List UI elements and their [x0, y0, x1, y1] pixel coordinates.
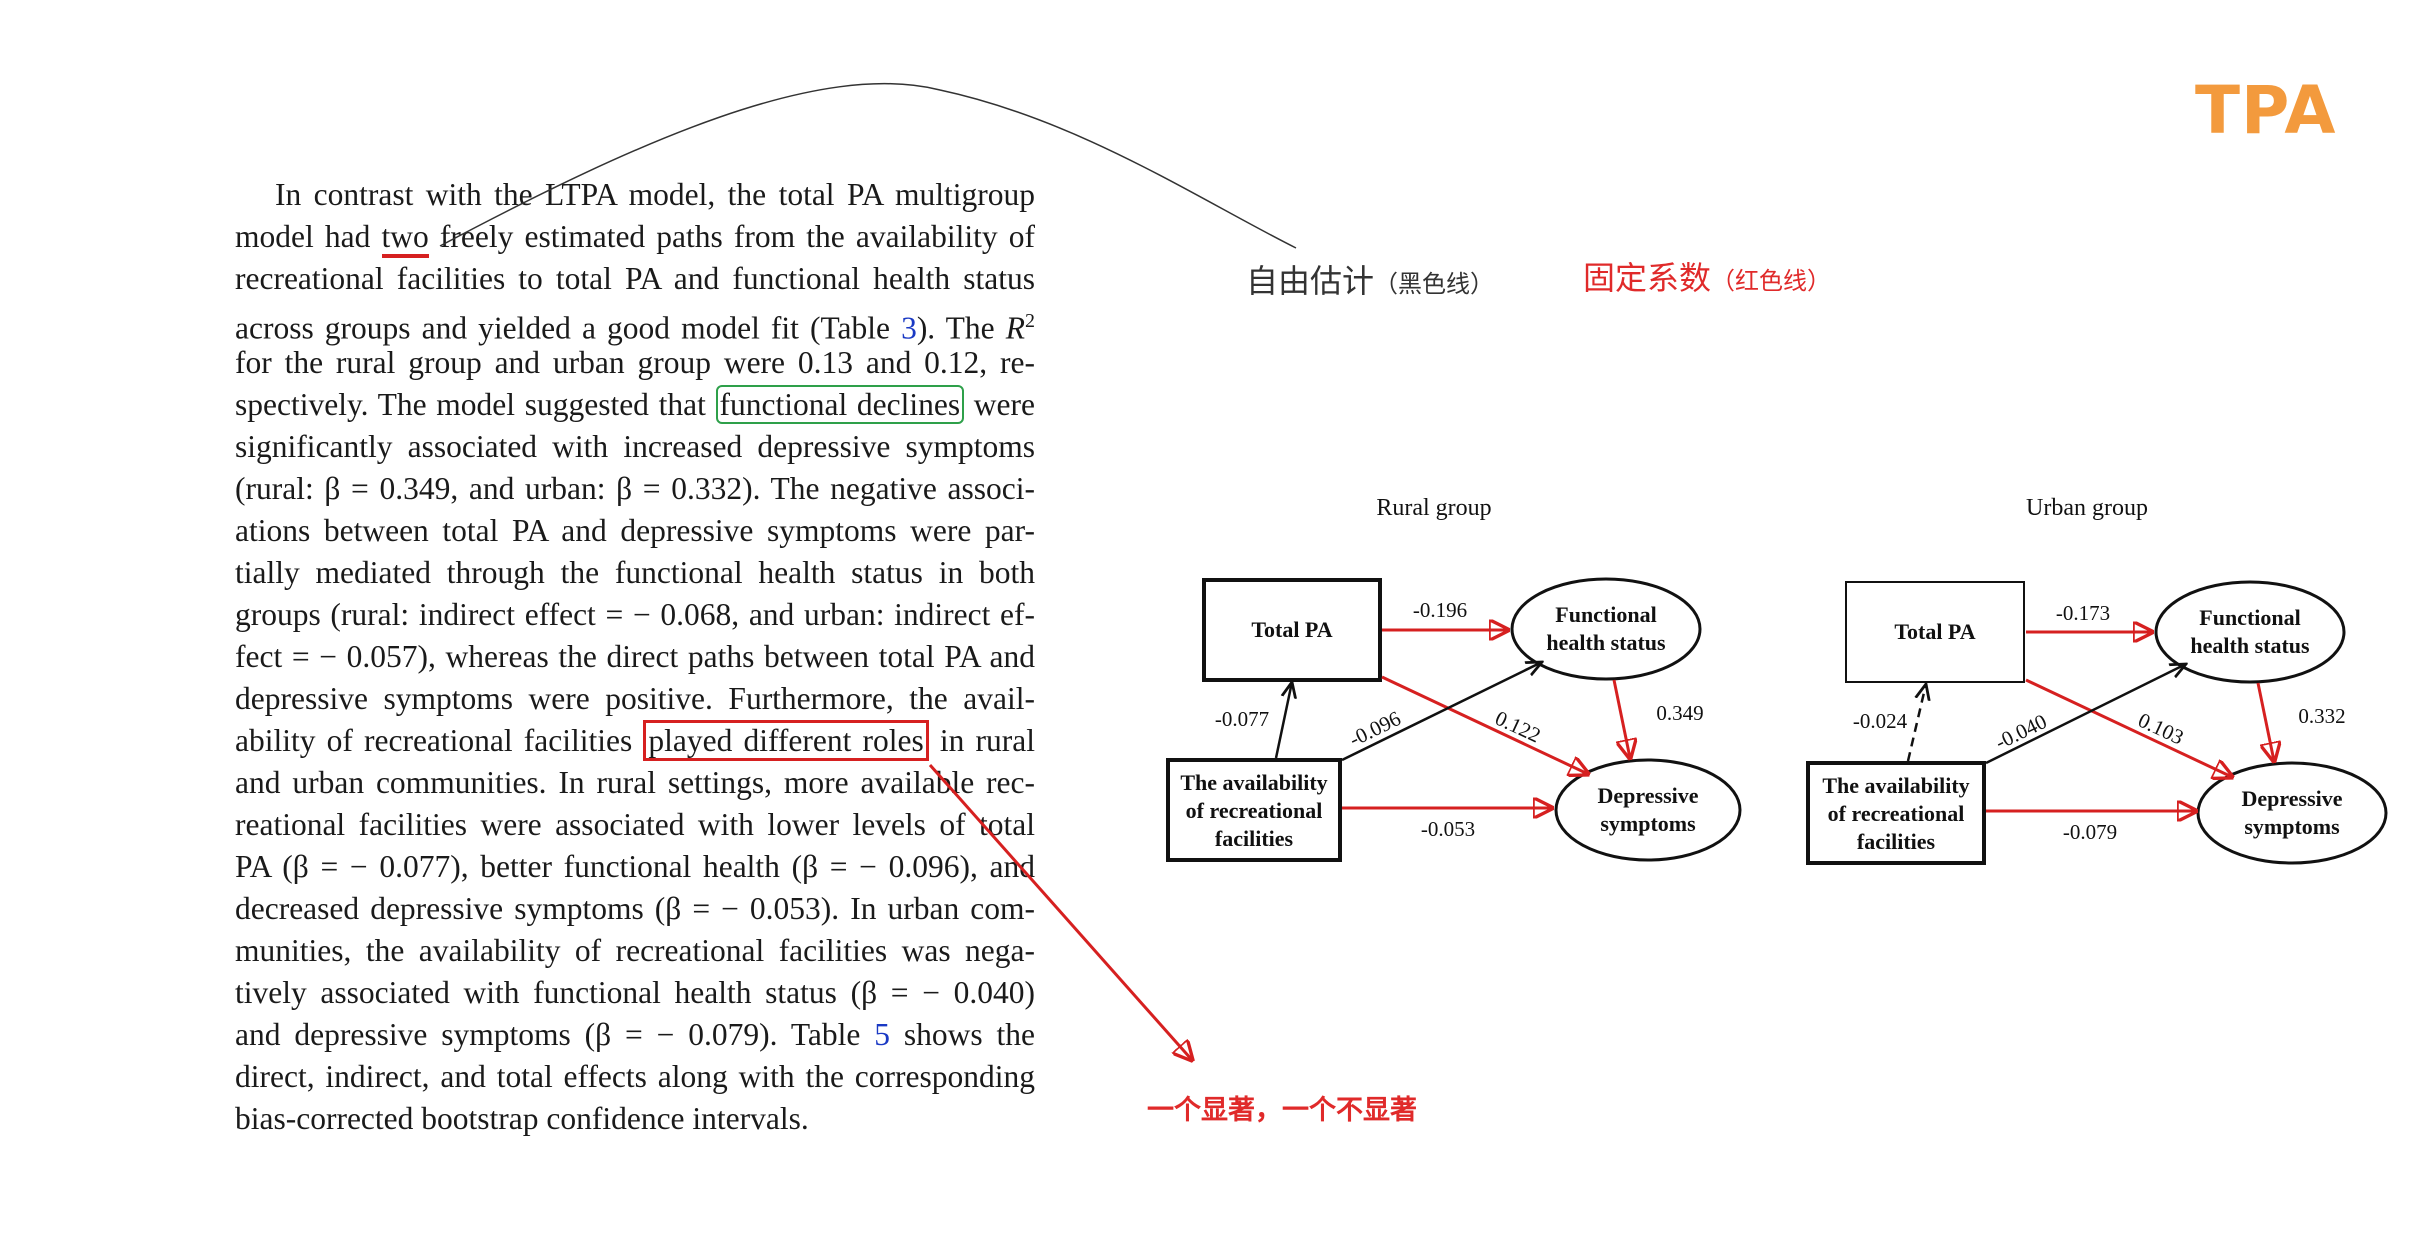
paragraph-line: direct, indirect, and total effects alon… [235, 1059, 1035, 1094]
paragraph-line: bias-corrected bootstrap confidence inte… [235, 1101, 809, 1136]
paragraph-line: decreased depressive symptoms (β = − 0.0… [235, 891, 1035, 926]
urban-coef-availability-depressive: -0.079 [2063, 820, 2117, 844]
r-squared-symbol: R [1005, 310, 1025, 346]
rural-coef-availability-depressive: -0.053 [1421, 817, 1475, 841]
urban-total-pa-box [1845, 581, 2025, 683]
rural-availability-label: facilities [1215, 826, 1294, 851]
results-paragraph: In contrast with the LTPA model, the tot… [235, 174, 1035, 1140]
annotation-arrow [928, 764, 1192, 1060]
rural-coef-availability-pa: -0.077 [1215, 707, 1269, 731]
highlight-played-different-roles: played different roles [643, 720, 929, 761]
rural-group-title: Rural group [1376, 495, 1491, 521]
text-run: and depressive symptoms (β = − 0.079). T… [235, 1017, 875, 1052]
urban-availability-box [1806, 761, 1986, 865]
rural-coef-pa-functional: -0.196 [1413, 598, 1467, 622]
urban-depressive-label: Depressive [2241, 786, 2342, 811]
text-run: ). The [916, 310, 1006, 346]
urban-path-availability-functional [1985, 664, 2186, 765]
paragraph-line: spectively. The model suggested that fun… [235, 384, 1035, 426]
urban-coef-functional-depressive: 0.332 [2298, 704, 2345, 728]
text-run: in rural [928, 723, 1035, 758]
urban-functional-label: health status [2190, 633, 2310, 658]
rural-depressive-label: symptoms [1600, 811, 1696, 836]
rural-coef-functional-depressive: 0.349 [1656, 701, 1703, 725]
paragraph-line: depressive symptoms were positive. Furth… [235, 681, 1035, 716]
urban-path-availability-pa [1906, 684, 1926, 762]
urban-availability-label: facilities [1857, 829, 1936, 854]
text-run: were [964, 387, 1036, 422]
urban-coef-availability-functional: -0.040 [1991, 709, 2050, 754]
urban-path-functional-depressive [2256, 682, 2274, 761]
rural-diagram: Rural group Total PA Functional health s… [1166, 495, 1742, 862]
urban-coef-pa-functional: -0.173 [2056, 601, 2110, 625]
table-5-link[interactable]: 5 [874, 1017, 890, 1052]
slide-title: TPA [2195, 72, 2337, 149]
legend-free-estimate-sub: （黑色线） [1374, 270, 1495, 298]
paragraph-line: ations between total PA and depressive s… [235, 513, 1035, 548]
highlight-functional-declines: functional declines [715, 385, 965, 424]
urban-availability-label: The availability [1822, 773, 1969, 798]
urban-functional-health-node [2154, 580, 2346, 684]
rural-path-pa-depressive [1381, 675, 1588, 774]
r-squared-exponent: 2 [1024, 310, 1035, 332]
legend-free-estimate-label: 自由估计 [1246, 262, 1375, 300]
paragraph-line: In contrast with the LTPA model, the tot… [275, 177, 1035, 212]
rural-total-pa-box [1202, 578, 1382, 682]
paragraph-line: groups (rural: indirect effect = − 0.068… [235, 597, 1035, 632]
text-run: across groups and yielded a good model f… [235, 310, 902, 346]
paragraph-line: for the rural group and urban group were… [235, 345, 1035, 380]
urban-depressive-node [2196, 761, 2388, 865]
paragraph-line: (rural: β = 0.349, and urban: β = 0.332)… [235, 471, 1035, 506]
table-3-link[interactable]: 3 [901, 310, 917, 346]
text-run: ability of recreational facilities [235, 723, 644, 758]
paragraph-line: tively associated with functional health… [235, 975, 1035, 1010]
rural-availability-box [1166, 758, 1342, 862]
paragraph-line: and depressive symptoms (β = − 0.079). T… [235, 1014, 1035, 1056]
rural-availability-label: of recreational [1186, 798, 1323, 823]
legend-fixed-coefficient-label: 固定系数 [1583, 259, 1712, 297]
legend-free-estimate: 自由估计（黑色线） [1246, 256, 1494, 302]
annotation-curve [439, 82, 1297, 249]
urban-coef-availability-pa: -0.024 [1853, 709, 1908, 733]
urban-functional-label: Functional [2199, 605, 2300, 630]
text-run: shows the [889, 1017, 1035, 1052]
paragraph-line: significantly associated with increased … [235, 429, 1035, 464]
urban-group-title: Urban group [2026, 495, 2148, 521]
paragraph-line: and urban communities. In rural settings… [235, 765, 1035, 800]
rural-functional-label: Functional [1555, 602, 1656, 627]
rural-path-functional-depressive [1612, 679, 1630, 758]
paragraph-line: PA (β = − 0.077), better functional heal… [235, 849, 1035, 884]
rural-path-availability-pa [1274, 682, 1292, 759]
urban-path-pa-depressive [2025, 678, 2232, 777]
urban-availability-label: of recreational [1828, 801, 1965, 826]
legend-fixed-coefficient: 固定系数（红色线） [1583, 253, 1831, 299]
text-run: spectively. The model suggested that [235, 387, 716, 422]
text-run: model had [235, 219, 382, 254]
paragraph-line: model had two freely estimated paths fro… [235, 216, 1035, 258]
rural-path-availability-functional [1341, 662, 1542, 762]
text-run: freely estimated paths from the availabi… [428, 219, 1035, 254]
rural-functional-label: health status [1546, 630, 1666, 655]
legend-fixed-coefficient-sub: （红色线） [1711, 267, 1832, 295]
significance-note: 一个显著，一个不显著 [1147, 1095, 1417, 1126]
paragraph-line: across groups and yielded a good model f… [235, 300, 1035, 346]
rural-functional-health-node [1510, 577, 1702, 681]
highlight-two: two [381, 219, 429, 258]
paragraph-line: munities, the availability of recreation… [235, 933, 1035, 968]
paragraph-line: ability of recreational facilities playe… [235, 720, 1035, 762]
rural-total-pa-label: Total PA [1251, 617, 1332, 642]
urban-total-pa-label: Total PA [1894, 619, 1975, 644]
rural-availability-label: The availability [1180, 770, 1327, 795]
rural-depressive-node [1554, 758, 1742, 862]
urban-diagram: Urban group Total PA Functional health s… [1806, 495, 2388, 865]
paragraph-line: fect = − 0.057), whereas the direct path… [235, 639, 1035, 674]
paragraph-line: tially mediated through the functional h… [235, 555, 1035, 590]
rural-depressive-label: Depressive [1597, 783, 1698, 808]
paragraph-line: recreational facilities to total PA and … [235, 261, 1035, 296]
paragraph-line: reational facilities were associated wit… [235, 807, 1035, 842]
urban-depressive-label: symptoms [2244, 814, 2340, 839]
